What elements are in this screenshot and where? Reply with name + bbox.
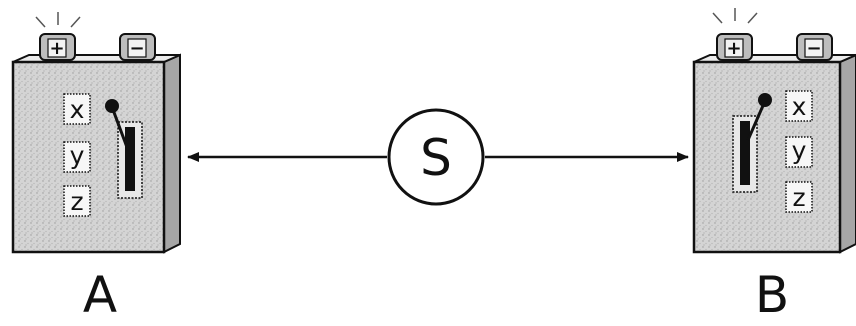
box-a-label-z: z — [70, 187, 83, 216]
box-a-label-y: y — [70, 141, 85, 170]
box-b-positive-label: + — [726, 38, 741, 59]
box-a-caption: A — [83, 266, 117, 322]
box-b-label-y: y — [792, 136, 807, 165]
box-a-negative-terminal: − — [119, 33, 156, 61]
box-b-switch-bar — [740, 121, 750, 185]
box-b-positive-terminal: + — [716, 33, 753, 61]
box-a-glow-rays — [35, 12, 81, 28]
box-a-label-x: x — [70, 95, 85, 124]
box-b-side — [839, 53, 856, 254]
box-a-switch-bar — [125, 127, 135, 191]
box-b-switch-lever — [746, 100, 767, 141]
box-b: + − x y z — [692, 8, 856, 254]
box-a-side — [163, 53, 181, 254]
box-b-caption: B — [755, 266, 789, 322]
box-b-switch-labels: x y z — [785, 90, 813, 213]
box-a-switch-lever — [110, 106, 130, 151]
box-b-front — [692, 60, 842, 254]
box-a-switch-pivot — [105, 99, 119, 113]
box-b-switch-pivot — [758, 93, 772, 107]
box-b-negative-label: − — [806, 38, 821, 59]
box-a-switch-labels: x y z — [63, 93, 91, 217]
box-b-glow-rays — [712, 8, 758, 24]
box-a: + − x y z — [11, 12, 181, 254]
center-node-label: S — [420, 129, 452, 187]
box-a-switch — [105, 99, 143, 199]
box-b-label-z: z — [792, 183, 805, 212]
box-a-positive-terminal: + — [39, 33, 76, 61]
box-a-negative-label: − — [129, 38, 144, 59]
box-a-positive-label: + — [49, 38, 64, 59]
box-b-switch — [732, 93, 772, 193]
box-b-label-x: x — [792, 92, 807, 121]
center-node-s: S — [387, 108, 485, 206]
box-b-negative-terminal: − — [796, 33, 833, 61]
